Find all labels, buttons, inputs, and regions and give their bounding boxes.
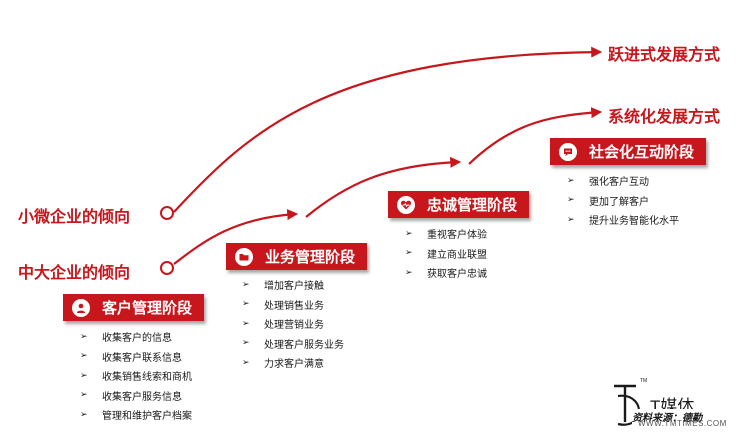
list-item: ➢管理和维护客户档案 (80, 409, 192, 423)
list-item: ➢处理销售业务 (242, 299, 324, 312)
list-item: ➢获取客户忠诚 (405, 267, 487, 281)
bullet-arrow-icon: ➢ (242, 357, 250, 368)
bullet-arrow-icon: ➢ (80, 370, 88, 381)
list-item: ➢强化客户互动 (567, 175, 649, 189)
stage-business-management: 业务管理阶段 (226, 243, 368, 270)
target-leap: 跃进式发展方式 (608, 45, 721, 64)
bullet-arrow-icon: ➢ (80, 331, 88, 342)
list-item: ➢处理客户服务业务 (242, 338, 344, 351)
side-label-medium: 中大企业的倾向 (18, 263, 131, 282)
list-item: ➢收集客户的信息 (80, 331, 172, 345)
bullet-arrow-icon: ➢ (242, 318, 250, 329)
bullet-arrow-icon: ➢ (567, 214, 575, 225)
list-item: ➢收集客户服务信息 (80, 390, 182, 403)
leap-arrow (173, 46, 603, 213)
bullet-arrow-icon: ➢ (80, 390, 88, 401)
loyalty-to-systematic-arrow (468, 107, 603, 165)
target-systematic: 系统化发展方式 (608, 107, 721, 126)
bullet-arrow-icon: ➢ (242, 279, 250, 290)
stage-title: 忠诚管理阶段 (427, 196, 518, 214)
stage-title: 客户管理阶段 (102, 299, 193, 317)
bullet-arrow-icon: ➢ (80, 351, 88, 362)
list-item: ➢提升业务智能化水平 (567, 214, 679, 228)
heart-pulse-icon (397, 195, 415, 214)
medium-node (160, 261, 174, 275)
bullet-arrow-icon: ➢ (567, 175, 575, 186)
list-item: ➢建立商业联盟 (405, 248, 487, 261)
logo-trademark: TM (640, 378, 648, 384)
stage-title: 社会化互动阶段 (589, 143, 695, 161)
bullet-arrow-icon: ➢ (242, 338, 250, 349)
folder-icon (235, 247, 253, 266)
stage-customer-management-list: ➢收集客户的信息 ➢收集客户联系信息 ➢收集销售线索和商机 ➢收集客户服务信息 … (80, 327, 192, 425)
list-item: ➢力求客户满意 (242, 357, 324, 371)
bullet-arrow-icon: ➢ (567, 195, 575, 206)
person-icon (72, 298, 90, 317)
side-label-small: 小微企业的倾向 (18, 207, 131, 226)
list-item: ➢收集销售线索和商机 (80, 370, 192, 384)
stage-customer-management: 客户管理阶段 (63, 294, 205, 321)
list-item: ➢处理营销业务 (242, 318, 324, 332)
stage-social-interaction-list: ➢强化客户互动 ➢更加了解客户 ➢提升业务智能化水平 (567, 171, 679, 230)
business-to-loyalty-arrow (305, 156, 462, 218)
logo-source: 资料来源：德勤 (632, 409, 702, 424)
chat-icon (559, 142, 577, 161)
bullet-arrow-icon: ➢ (242, 299, 250, 310)
stage-social-interaction: 社会化互动阶段 (550, 138, 707, 165)
list-item: ➢收集客户联系信息 (80, 351, 182, 364)
small-node (160, 206, 174, 220)
stage-title: 业务管理阶段 (265, 248, 356, 266)
bullet-arrow-icon: ➢ (405, 228, 413, 239)
stage-loyalty-management-list: ➢重视客户体验 ➢建立商业联盟 ➢获取客户忠诚 (405, 224, 487, 283)
bullet-arrow-icon: ➢ (80, 409, 88, 420)
stage-loyalty-management: 忠诚管理阶段 (388, 191, 530, 218)
medium-arrow (173, 209, 299, 265)
bullet-arrow-icon: ➢ (405, 267, 413, 278)
tmt-logo: TM T媒体 资料来源：德勤 WWW.TMTIMES.COM (606, 378, 746, 436)
logo-watermark: WWW.TMTIMES.COM (638, 419, 727, 428)
list-item: ➢增加客户接触 (242, 279, 324, 293)
bullet-arrow-icon: ➢ (405, 248, 413, 259)
stage-business-management-list: ➢增加客户接触 ➢处理销售业务 ➢处理营销业务 ➢处理客户服务业务 ➢力求客户满… (242, 275, 344, 373)
list-item: ➢重视客户体验 (405, 228, 487, 242)
list-item: ➢更加了解客户 (567, 195, 649, 208)
